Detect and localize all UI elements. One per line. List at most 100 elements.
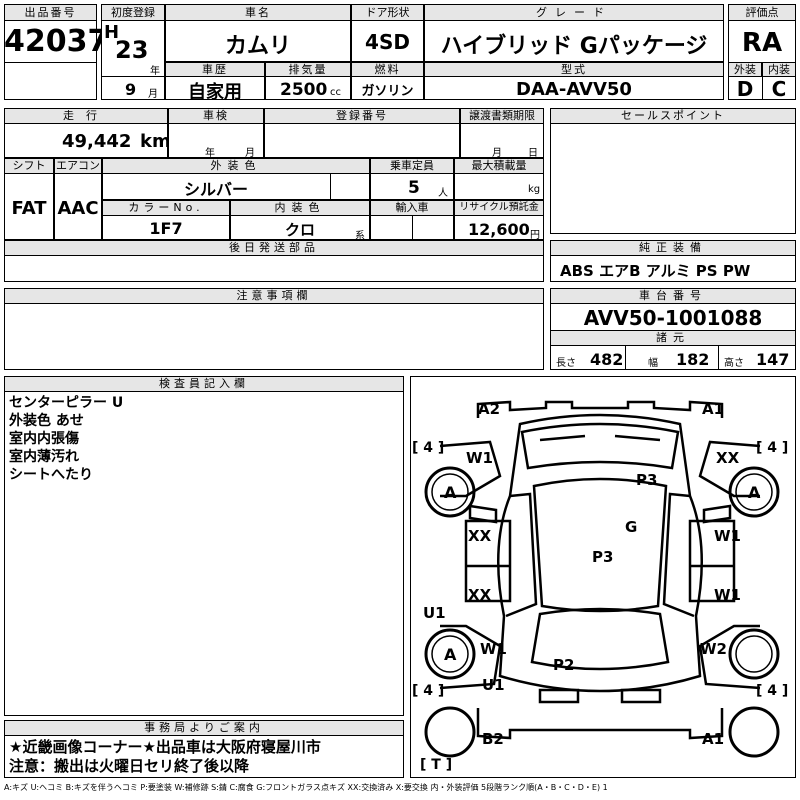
inspection-month-unit: 月 (245, 148, 255, 159)
fuel-value: ガソリン (361, 84, 414, 99)
grade-value: ハイブリッド Gパッケージ (440, 34, 708, 59)
capacity-value: 5 (408, 178, 420, 198)
diagram-mark: W1 (714, 586, 741, 604)
ac-label: エアコン (54, 158, 102, 174)
model-label: 型式 (424, 62, 724, 77)
exterior-grade-label: 外装 (728, 62, 762, 77)
first-reg-era: H (104, 22, 120, 43)
transfer-month-unit: 月 (492, 148, 502, 159)
score-value: RA (741, 28, 783, 58)
tire-right-bottom: [ 4 ] (756, 683, 789, 699)
equipment-value: ABS エアB アルミ PS PW (560, 262, 751, 280)
max-load-unit: kg (528, 184, 541, 195)
mileage-label: 走行 (4, 108, 168, 124)
diagram-mark: A (748, 483, 761, 502)
displacement-unit: cc (330, 87, 341, 98)
diagram-mark: W1 (466, 449, 493, 467)
interior-grade: C (771, 77, 787, 101)
transfer-day-unit: 日 (528, 148, 538, 159)
year-unit: 年 (150, 66, 160, 77)
first-reg-label: 初度登録 (101, 4, 165, 21)
ext-color-value: シルバー (183, 180, 248, 199)
recycle-value: 12,600 (468, 220, 530, 239)
door-label: ドア形状 (351, 4, 424, 21)
equipment-label: 純正装備 (550, 240, 796, 256)
diagram-mark: A (444, 645, 457, 664)
lot-number: 42037 (4, 24, 109, 59)
ext-color-label: 外装色 (102, 158, 370, 174)
history-label: 車歴 (165, 62, 265, 77)
ac-value: AAC (57, 198, 99, 219)
sales-point-cell (550, 108, 796, 234)
interior-grade-label: 内装 (762, 62, 796, 77)
diagram-mark: W2 (700, 640, 727, 658)
grade-label: グレード (424, 4, 724, 21)
capacity-label: 乗車定員 (370, 158, 454, 174)
office-line: ★近畿画像コーナー★出品車は大阪府寝屋川市 (9, 738, 321, 756)
diagram-mark: G (625, 518, 638, 536)
inspector-cell (4, 376, 404, 716)
car-name: カムリ (224, 34, 291, 59)
tire-left-bottom: [ 4 ] (412, 683, 445, 699)
diagram-mark: XX (716, 449, 740, 467)
office-label: 事務局よりご案内 (4, 720, 404, 736)
diagram-mark: W1 (714, 527, 741, 545)
trunk-label: [ T ] (420, 757, 453, 773)
displacement-label: 排気量 (265, 62, 351, 77)
length-label: 長さ (556, 358, 576, 369)
width-value: 182 (676, 350, 710, 369)
diagram-mark: A2 (478, 400, 501, 418)
capacity-unit: 人 (438, 188, 448, 199)
model-value: DAA-AVV50 (516, 79, 632, 100)
mileage-unit: km (140, 131, 171, 152)
chassis-value: AVV50-1001088 (583, 306, 763, 330)
inspector-line: シートへたり (9, 467, 93, 483)
diagram-mark: U1 (423, 604, 446, 622)
tire-right-top: [ 4 ] (756, 440, 789, 456)
month-unit: 月 (148, 89, 158, 100)
diagram-mark: XX (468, 586, 492, 604)
diagram-mark: XX (468, 527, 492, 545)
history-value: 自家用 (188, 82, 242, 103)
shift-label: シフト (4, 158, 54, 174)
fuel-label: 燃料 (351, 62, 424, 77)
shift-value: FAT (11, 198, 47, 219)
height-value: 147 (756, 350, 790, 369)
import-label: 輸入車 (370, 200, 454, 216)
inspector-line: 室内薄汚れ (9, 449, 79, 465)
door-type: 4SD (365, 30, 410, 54)
length-value: 482 (590, 350, 624, 369)
mileage-value: 49,442 (62, 131, 132, 152)
recycle-unit: 円 (530, 230, 540, 241)
first-reg-month: 9 (125, 80, 137, 99)
inspector-line: 外装色 あせ (9, 413, 84, 429)
exterior-grade: D (736, 77, 754, 101)
height-label: 高さ (724, 358, 744, 369)
chassis-label: 車台番号 (550, 288, 796, 304)
car-diagram (424, 400, 780, 758)
diagram-mark: P2 (553, 656, 575, 674)
sales-point-label: セールスポイント (550, 108, 796, 124)
max-load-label: 最大積載量 (454, 158, 544, 174)
diagram-mark: P3 (592, 548, 614, 566)
lot-label: 出品番号 (4, 4, 97, 21)
color-no-value: 1F7 (149, 219, 183, 238)
inspector-line: 室内内張傷 (9, 431, 79, 447)
int-color-unit: 系 (355, 231, 365, 242)
displacement-value: 2500 (280, 80, 328, 100)
later-parts-label: 後日発送部品 (4, 240, 544, 256)
recycle-label: リサイクル預託金 (454, 200, 544, 216)
reg-no-label: 登録番号 (264, 108, 460, 124)
int-color-label: 内装色 (230, 200, 370, 216)
width-label: 幅 (648, 358, 658, 369)
inspection-year-unit: 年 (205, 148, 215, 159)
int-color-value: クロ (284, 221, 315, 239)
diagram-mark: B2 (482, 730, 504, 748)
tire-left-top: [ 4 ] (412, 440, 445, 456)
diagram-mark: W1 (480, 640, 507, 658)
diagram-mark: P3 (636, 471, 658, 489)
diagram-mark: A (444, 483, 457, 502)
score-label: 評価点 (728, 4, 796, 21)
diagram-mark: U1 (482, 676, 505, 694)
transfer-label: 譲渡書類期限 (460, 108, 544, 124)
